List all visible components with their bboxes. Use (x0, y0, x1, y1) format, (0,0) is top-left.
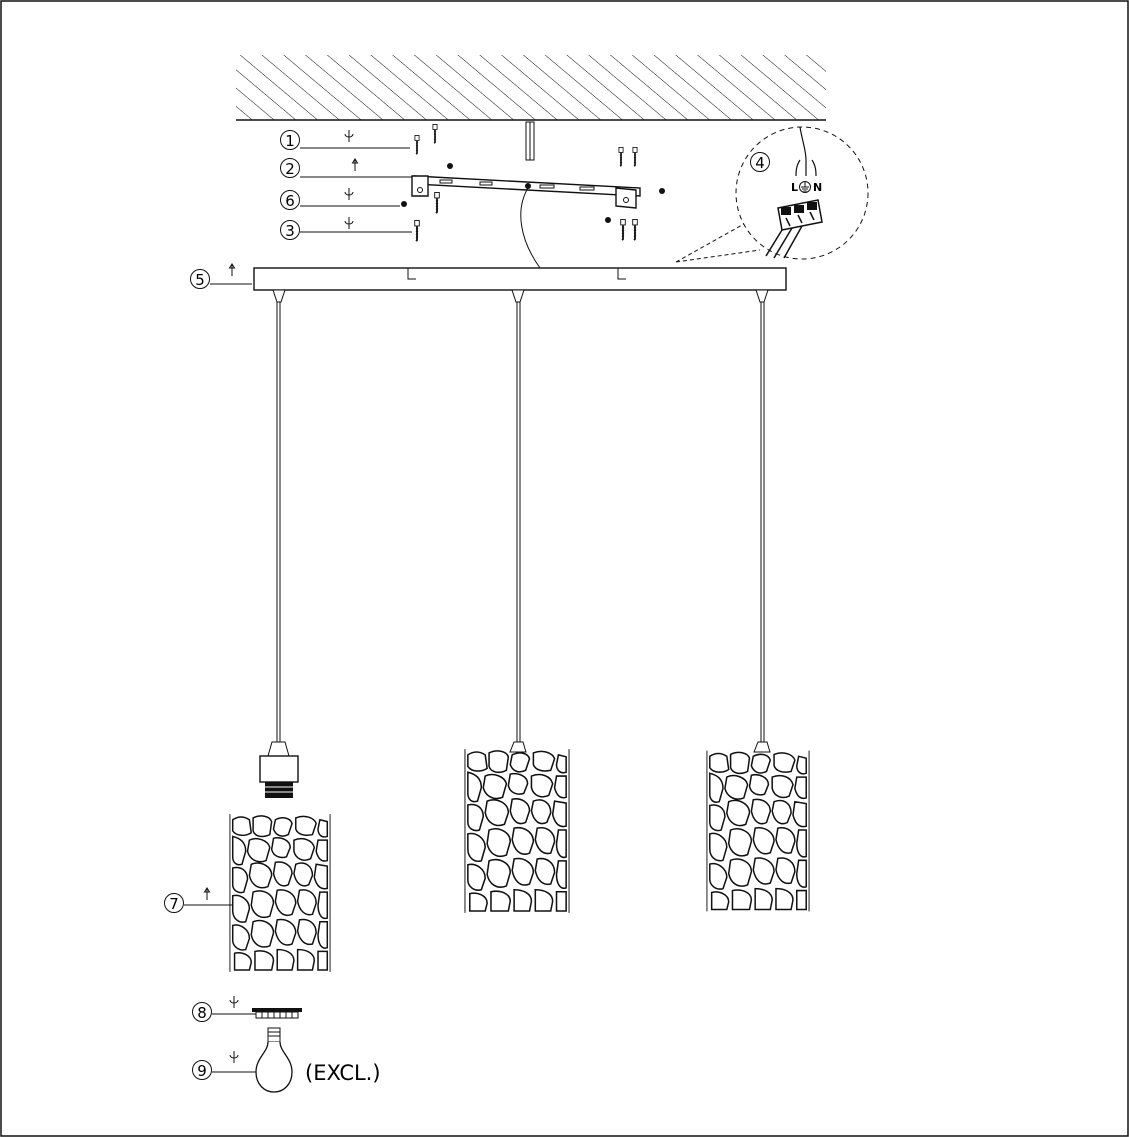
rotate-icon (344, 216, 354, 230)
arrow-up-icon (229, 263, 235, 277)
pendant-middle (464, 741, 570, 914)
canopy-bar (253, 267, 787, 291)
part-1-number: 1 (285, 132, 295, 150)
part-9-row: 9 (EXCL.) (192, 1027, 381, 1093)
wall-plug (432, 124, 438, 144)
part-7-number: 7 (169, 895, 179, 913)
wall-plug (618, 147, 624, 167)
rotate-icon (229, 1050, 239, 1064)
part-4-wiring-detail: 4 L N (675, 126, 869, 263)
part-7-marker (164, 893, 184, 913)
light-bulb-icon (255, 1027, 293, 1093)
arrow-up-icon (204, 887, 210, 901)
rotate-icon (229, 995, 239, 1009)
part-9-marker (192, 1060, 212, 1080)
part-3-row: 3 (280, 216, 638, 242)
screw (632, 219, 638, 241)
earth-symbol-icon (799, 181, 811, 193)
screw (620, 219, 626, 241)
part-5-marker (190, 269, 210, 289)
shade-ring (252, 1008, 302, 1019)
wall-plug (414, 135, 420, 155)
part-2-row: 2 (280, 158, 665, 269)
part-5-number: 5 (195, 271, 205, 289)
part-3-marker (280, 220, 300, 240)
mains-cable (525, 121, 535, 161)
glass-shade (464, 748, 570, 914)
part-6-row: 6 (280, 187, 611, 223)
part-2-marker (280, 158, 300, 178)
pendant-cords (272, 289, 769, 742)
part-8-row: 8 (192, 995, 302, 1022)
glass-shade (706, 749, 810, 913)
live-label: L (791, 181, 798, 194)
part-7-row: 7 (164, 813, 331, 973)
part-6-marker (280, 190, 300, 210)
part-1-marker (280, 130, 300, 150)
glass-shade (229, 813, 331, 973)
part-6-number: 6 (285, 192, 295, 210)
part-9-number: 9 (197, 1062, 207, 1080)
ceiling (236, 55, 826, 121)
pendant-right (706, 741, 810, 913)
wall-plug (632, 147, 638, 167)
mounting-bracket (411, 163, 665, 209)
part-5-row: 5 (190, 263, 787, 291)
terminal-block (765, 199, 823, 259)
screw (414, 220, 420, 242)
part-8-number: 8 (197, 1004, 207, 1022)
neutral-label: N (813, 181, 822, 194)
screw (434, 192, 440, 214)
part-1-row: 1 (280, 124, 638, 167)
part-4-marker (750, 152, 770, 172)
part-4-number: 4 (755, 154, 765, 172)
part-3-number: 3 (285, 222, 295, 240)
rotate-icon (344, 187, 354, 201)
arrow-up-icon (352, 158, 358, 172)
bulb-excluded-note: (EXCL.) (305, 1061, 381, 1085)
part-2-number: 2 (285, 160, 295, 178)
lamp-holder (259, 741, 299, 798)
rotate-icon (344, 129, 354, 143)
part-8-marker (192, 1002, 212, 1022)
